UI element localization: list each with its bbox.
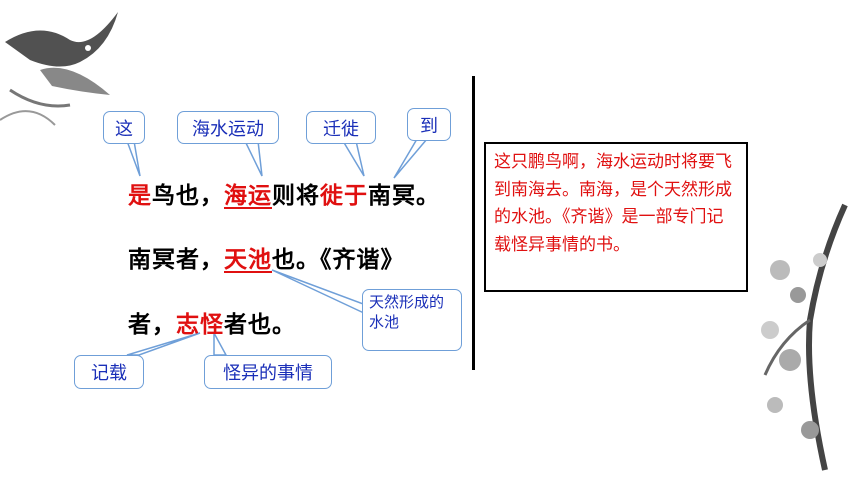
translation-box: 这只鹏鸟啊，海水运动时将要飞到南海去。南海，是个天然形成的水池。《齐谐》是一部专…: [484, 142, 748, 292]
ink-flower-decoration: [761, 203, 848, 471]
text-span: 者，: [128, 311, 176, 338]
text-line-2: 南冥者，天池也。《齐谐》: [128, 240, 405, 274]
text-span: 鸟也，: [152, 182, 224, 209]
callout-zhe: 这: [103, 111, 145, 144]
word-zhiguai: 志怪: [176, 311, 224, 338]
callout-jizai: 记载: [74, 355, 144, 389]
text-span: 南冥者，: [128, 246, 224, 273]
vertical-divider: [472, 76, 475, 370]
callout-haishui: 海水运动: [177, 111, 279, 144]
text-span: 南冥。: [368, 182, 440, 209]
ink-bird-decoration: [0, 12, 118, 126]
word-xiyu: 徙于: [320, 182, 368, 209]
text-span: 则将: [272, 182, 320, 209]
callout-tianran: 天然形成的水池: [362, 289, 462, 351]
text-line-3: 者，志怪者也。: [128, 305, 296, 339]
text-span: 者也。: [224, 311, 296, 338]
callout-dao: 到: [407, 108, 451, 141]
text-span: 也。《齐谐》: [272, 246, 405, 273]
word-shi: 是: [128, 182, 152, 209]
callout-qianxi: 迁徙: [306, 111, 376, 144]
callout-guaiyi: 怪异的事情: [204, 355, 332, 389]
word-haiyun: 海运: [224, 182, 272, 209]
word-tianchi: 天池: [224, 246, 272, 273]
text-line-1: 是鸟也，海运则将徙于南冥。: [128, 176, 440, 210]
